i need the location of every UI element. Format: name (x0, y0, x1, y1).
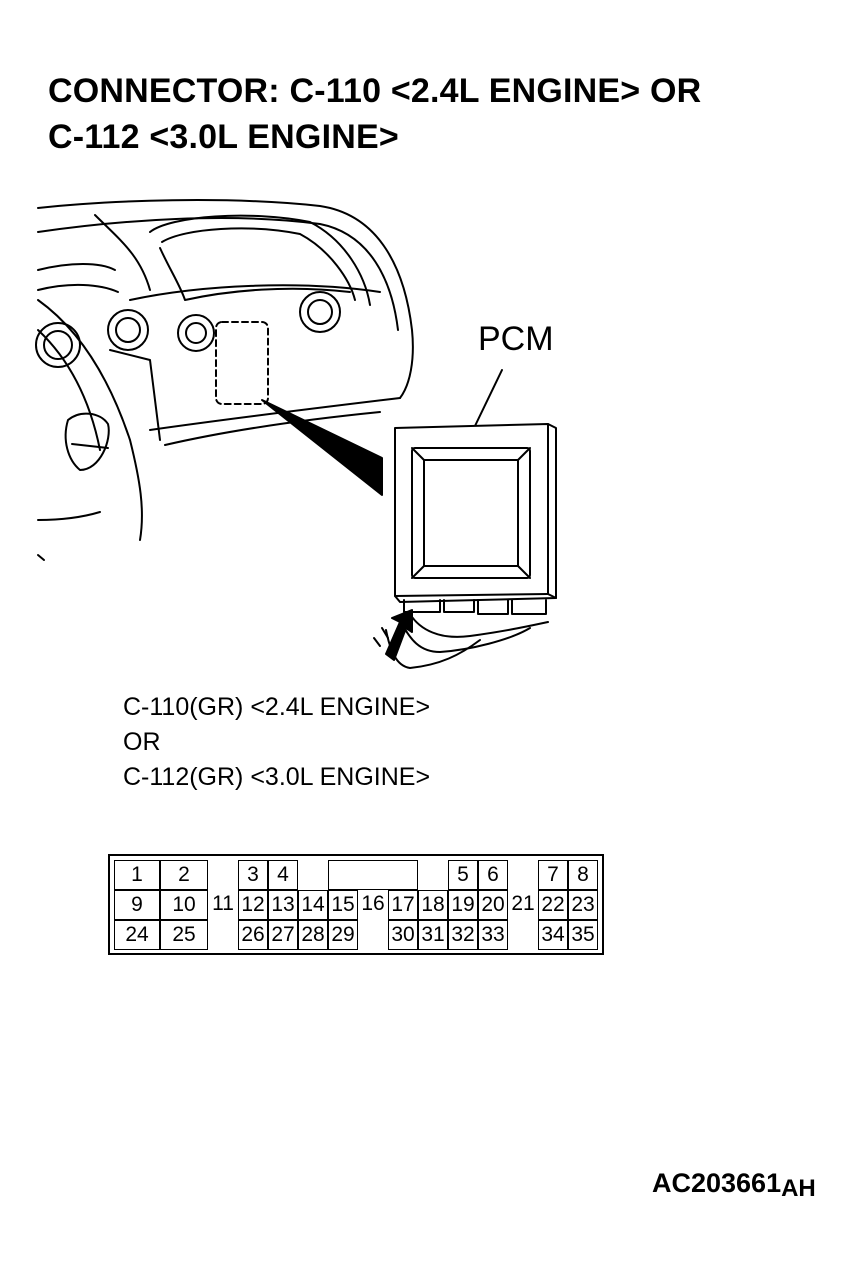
pcm-leader-line (473, 369, 503, 429)
dashboard-drawing (35, 199, 414, 561)
connector-blank-cavity (328, 860, 418, 890)
connector-pin-26: 26 (238, 920, 268, 950)
connector-pin-33: 33 (478, 920, 508, 950)
connector-pin-11: 11 (212, 892, 234, 915)
caption-line-3: C-112(GR) <3.0L ENGINE> (123, 763, 431, 791)
figure-code: AC203661AH (652, 1168, 816, 1202)
figure-code-main: AC203661 (652, 1168, 782, 1198)
connector-pin-7: 7 (538, 860, 568, 890)
connector-pin-17: 17 (388, 890, 418, 920)
connector-pin-25: 25 (160, 920, 208, 950)
connector-pin-21: 21 (511, 892, 535, 915)
connector-pin-22: 22 (538, 890, 568, 920)
title-line-2: C-112 <3.0L ENGINE> (48, 118, 399, 156)
connector-pin-27: 27 (268, 920, 298, 950)
pcm-label: PCM (478, 320, 554, 358)
pcm-location-outline (215, 321, 269, 405)
connector-pin-34: 34 (538, 920, 568, 950)
connector-pin-5: 5 (448, 860, 478, 890)
connector-pin-15: 15 (328, 890, 358, 920)
connector-pin-14: 14 (298, 890, 328, 920)
connector-pin-18: 18 (418, 890, 448, 920)
connector-pin-35: 35 (568, 920, 598, 950)
dashboard-pcm-illustration (35, 199, 557, 669)
connector-pin-12: 12 (238, 890, 268, 920)
connector-pin-9: 9 (114, 890, 160, 920)
connector-pin-19: 19 (448, 890, 478, 920)
connector-pin-10: 10 (160, 890, 208, 920)
figure-code-suffix: AH (781, 1175, 816, 1202)
callout-wedge (261, 399, 383, 496)
caption-line-2: OR (123, 728, 161, 756)
connector-pin-16: 16 (361, 892, 385, 915)
connector-pin-8: 8 (568, 860, 598, 890)
connector-pin-24: 24 (114, 920, 160, 950)
connector-pin-28: 28 (298, 920, 328, 950)
pcm-unit (373, 423, 557, 669)
caption-line-1: C-110(GR) <2.4L ENGINE> (123, 693, 431, 721)
connector-pin-32: 32 (448, 920, 478, 950)
connector-pin-3: 3 (238, 860, 268, 890)
connector-arrow (385, 609, 413, 661)
connector-caption: C-110(GR) <2.4L ENGINE> OR C-112(GR) <3.… (123, 690, 430, 795)
title-line-1: CONNECTOR: C-110 <2.4L ENGINE> OR (48, 72, 702, 110)
connector-pin-30: 30 (388, 920, 418, 950)
connector-pin-31: 31 (418, 920, 448, 950)
diagram-title: CONNECTOR: C-110 <2.4L ENGINE> OR C-112 … (48, 68, 701, 160)
connector-pin-2: 2 (160, 860, 208, 890)
connector-pin-4: 4 (268, 860, 298, 890)
connector-pin-29: 29 (328, 920, 358, 950)
connector-pin-20: 20 (478, 890, 508, 920)
connector-pin-6: 6 (478, 860, 508, 890)
connector-pin-23: 23 (568, 890, 598, 920)
connector-pin-13: 13 (268, 890, 298, 920)
connector-pin-1: 1 (114, 860, 160, 890)
